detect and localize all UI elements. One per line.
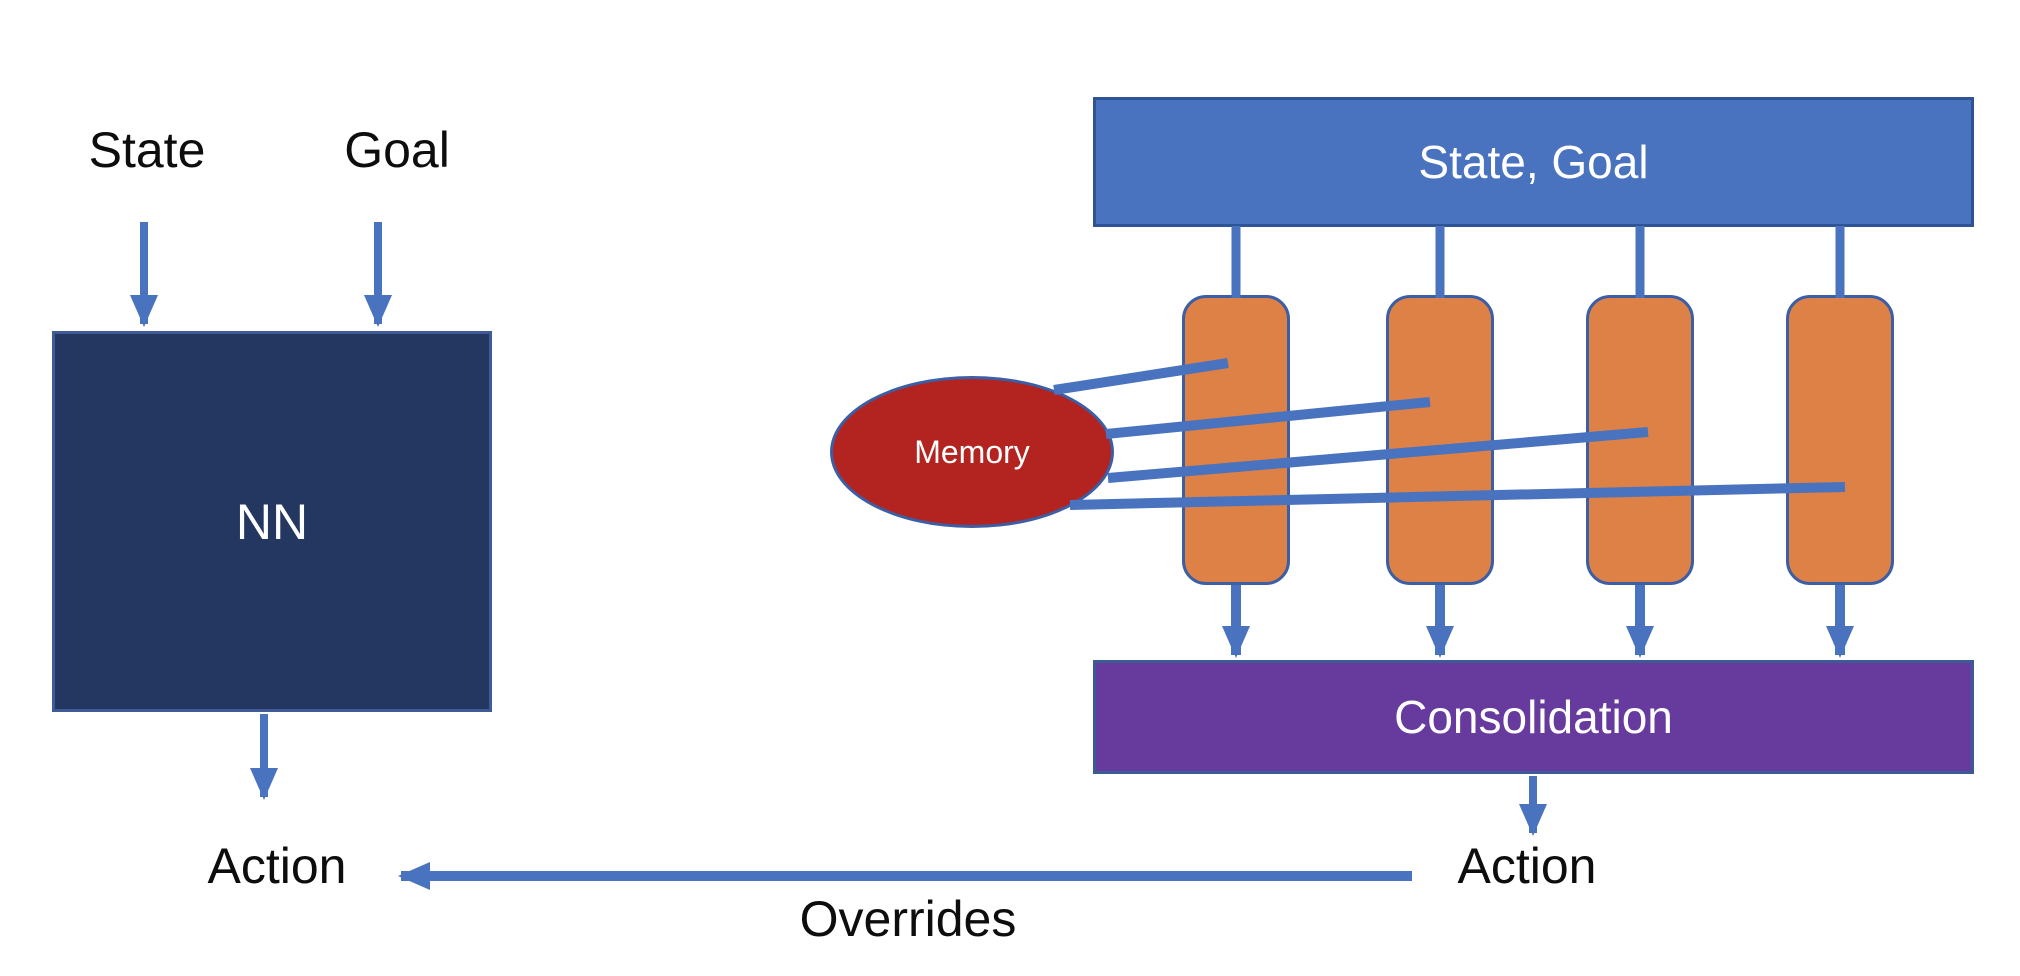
- memory-ellipse: Memory: [830, 376, 1114, 528]
- nn-box: NN: [52, 331, 492, 712]
- action-right-label: Action: [1457, 838, 1597, 894]
- action-left-label: Action: [207, 838, 347, 894]
- memory-module-2: [1386, 295, 1494, 585]
- state-goal-box: State, Goal: [1093, 97, 1974, 227]
- overrides-label: Overrides: [799, 891, 1017, 947]
- memory-module-1: [1182, 295, 1290, 585]
- memory-module-4: [1786, 295, 1894, 585]
- state-label: State: [88, 122, 206, 178]
- consolidation-box: Consolidation: [1093, 660, 1974, 774]
- nn-box-label: NN: [235, 493, 309, 550]
- memory-ellipse-label: Memory: [914, 434, 1030, 470]
- state-goal-box-label: State, Goal: [1418, 136, 1649, 188]
- memory-module-3: [1586, 295, 1694, 585]
- goal-label: Goal: [344, 122, 450, 178]
- consolidation-box-label: Consolidation: [1394, 691, 1673, 743]
